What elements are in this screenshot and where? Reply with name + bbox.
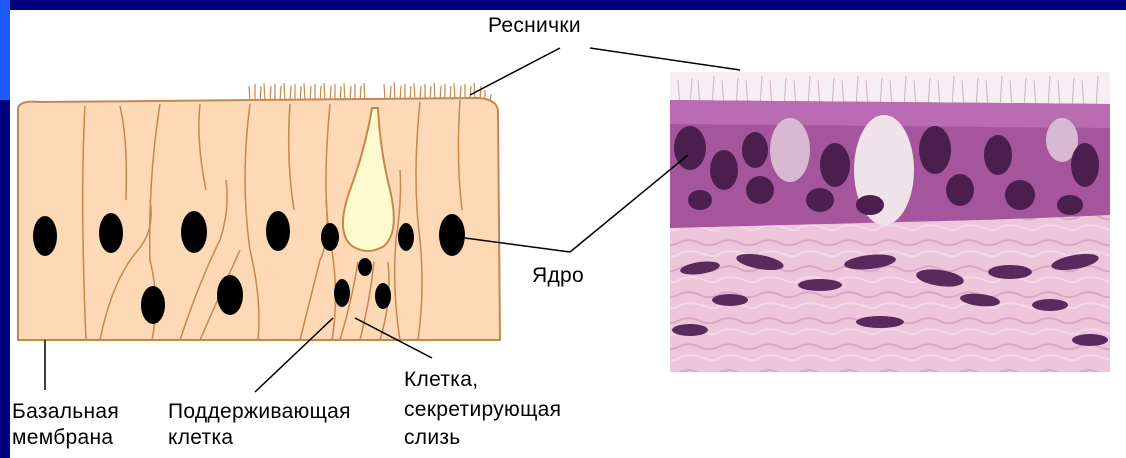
- label-mucus-cell-line1: Клетка,: [404, 368, 478, 392]
- micrograph: [670, 72, 1110, 372]
- label-supporting-cell-line1: Поддерживающая: [168, 400, 351, 424]
- label-mucus-cell-line3: слизь: [404, 426, 461, 450]
- label-cilia: Реснички: [488, 14, 581, 38]
- label-basal-membrane-line2: мембрана: [12, 426, 113, 450]
- label-mucus-cell-line2: секретирующая: [404, 398, 561, 422]
- label-basal-membrane-line1: Базальная: [12, 400, 119, 424]
- epithelium-drawing: [18, 82, 500, 340]
- label-nucleus: Ядро: [532, 264, 584, 288]
- label-supporting-cell-line2: клетка: [168, 426, 233, 450]
